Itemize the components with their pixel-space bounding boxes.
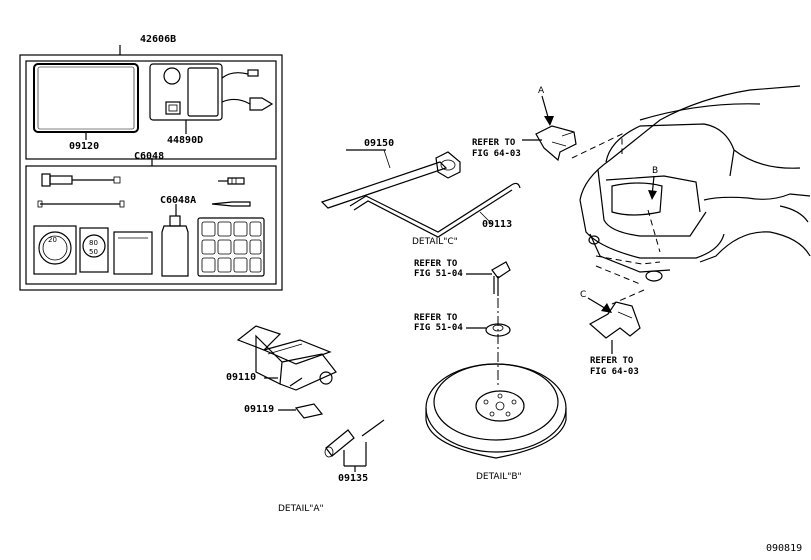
car-rear-view	[579, 85, 811, 282]
hold-down-bolt-part	[466, 261, 511, 296]
handle-part	[349, 182, 521, 238]
detail-c-label: DETAIL"C"	[412, 237, 458, 247]
refer-fig-4: FIG 64-03	[590, 367, 639, 377]
view-arrow-b	[648, 175, 657, 200]
tools-part	[324, 419, 385, 472]
view-arrow-a	[541, 95, 554, 126]
kit-box	[19, 45, 283, 291]
refer-label-3: REFER TO	[414, 313, 458, 323]
label-kit: 42606B	[140, 34, 177, 45]
view-marker-c: C	[580, 290, 587, 300]
detail-b-label: DETAIL"B"	[476, 472, 522, 482]
lug-wrench-part	[320, 149, 461, 209]
repair-kit-part	[149, 63, 274, 134]
bracket-lower-part	[588, 301, 641, 339]
nut-part	[466, 298, 511, 388]
jack-label-part	[278, 403, 324, 419]
label-tools: 09135	[338, 473, 369, 484]
label-sealant: C6048A	[160, 195, 197, 206]
sticker-badge-3: 50	[89, 248, 98, 256]
jack-part	[236, 325, 337, 391]
label-handle: 09113	[482, 219, 513, 230]
sticker-badge-1: 20	[48, 236, 57, 244]
bracket-upper-part	[535, 125, 577, 162]
refer-fig-2: FIG 51-04	[414, 269, 463, 279]
view-marker-b: B	[652, 166, 659, 176]
label-pouch: 09120	[69, 141, 100, 152]
sticker-badge-2: 80	[89, 239, 98, 247]
refer-label-2: REFER TO	[414, 259, 458, 269]
figure-number: 090819	[766, 543, 803, 554]
label-tool-set: C6048	[134, 151, 165, 162]
spare-tire-part	[425, 363, 567, 459]
refer-label-1: REFER TO	[472, 138, 516, 148]
refer-fig-1: FIG 64-03	[472, 149, 521, 159]
view-arrow-c	[587, 297, 612, 313]
view-marker-a: A	[538, 86, 545, 96]
label-lug-wrench: 09150	[364, 138, 395, 149]
label-jack-label: 09119	[244, 404, 275, 415]
detail-a-label: DETAIL"A"	[278, 504, 324, 514]
refer-label-4: REFER TO	[590, 356, 634, 366]
pouch-part	[33, 63, 139, 140]
tool-set-part	[33, 158, 265, 277]
label-jack: 09110	[226, 372, 257, 383]
refer-fig-3: FIG 51-04	[414, 323, 463, 333]
label-repair-kit: 44890D	[167, 135, 204, 146]
